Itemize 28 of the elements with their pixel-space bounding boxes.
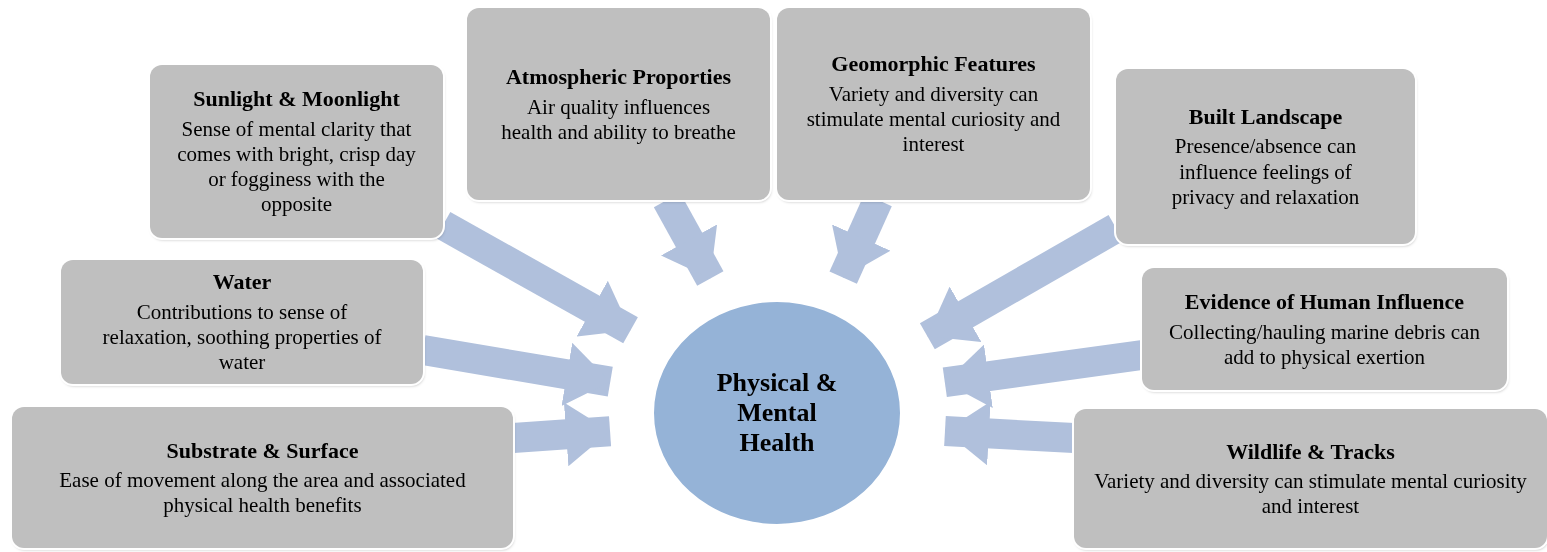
block-arrow <box>512 402 612 467</box>
node-heading: Built Landscape <box>1188 102 1343 131</box>
node-heading: Physical & Mental Health <box>715 368 839 458</box>
node-heading: Substrate & Surface <box>166 436 359 465</box>
factor-box <box>777 8 1090 200</box>
factor-box <box>1116 69 1415 244</box>
node-heading: Evidence of Human Influence <box>1184 288 1465 316</box>
node-heading: Wildlife & Tracks <box>1226 437 1395 466</box>
node-description: Ease of movement along the area and associated physical health benefits <box>58 468 467 519</box>
node-heading: Sunlight & Moonlight <box>193 85 400 113</box>
node-description: Variety and diversity can stimulate mental curiosity and interest <box>1093 469 1528 520</box>
node-heading: Atmospheric Proporties <box>505 63 732 91</box>
block-arrow <box>944 401 1075 466</box>
factor-box <box>12 407 513 548</box>
node-description: Presence/absence can influence feelings of privacy and relaxation <box>1170 134 1361 211</box>
factor-box <box>150 65 443 238</box>
factor-box <box>61 260 423 384</box>
block-arrow <box>435 211 638 344</box>
factor-box <box>1142 268 1507 390</box>
node-description: Contributions to sense of relaxation, soothing properties of water <box>101 299 383 376</box>
node-heading: Geomorphic Features <box>831 50 1036 78</box>
node-description: Variety and diversity can stimulate mental curiosity and interest <box>805 81 1062 158</box>
node-description: Sense of mental clarity that comes with bright, crisp day or fogginess with the opposite <box>176 116 417 218</box>
factor-box <box>467 8 770 200</box>
node-heading: Water <box>212 268 272 296</box>
node-description: Collecting/hauling marine debris can add to physical exertion <box>1168 319 1481 370</box>
factor-box <box>1074 409 1547 548</box>
node-description: Air quality influences health and ability to breathe <box>501 94 736 145</box>
